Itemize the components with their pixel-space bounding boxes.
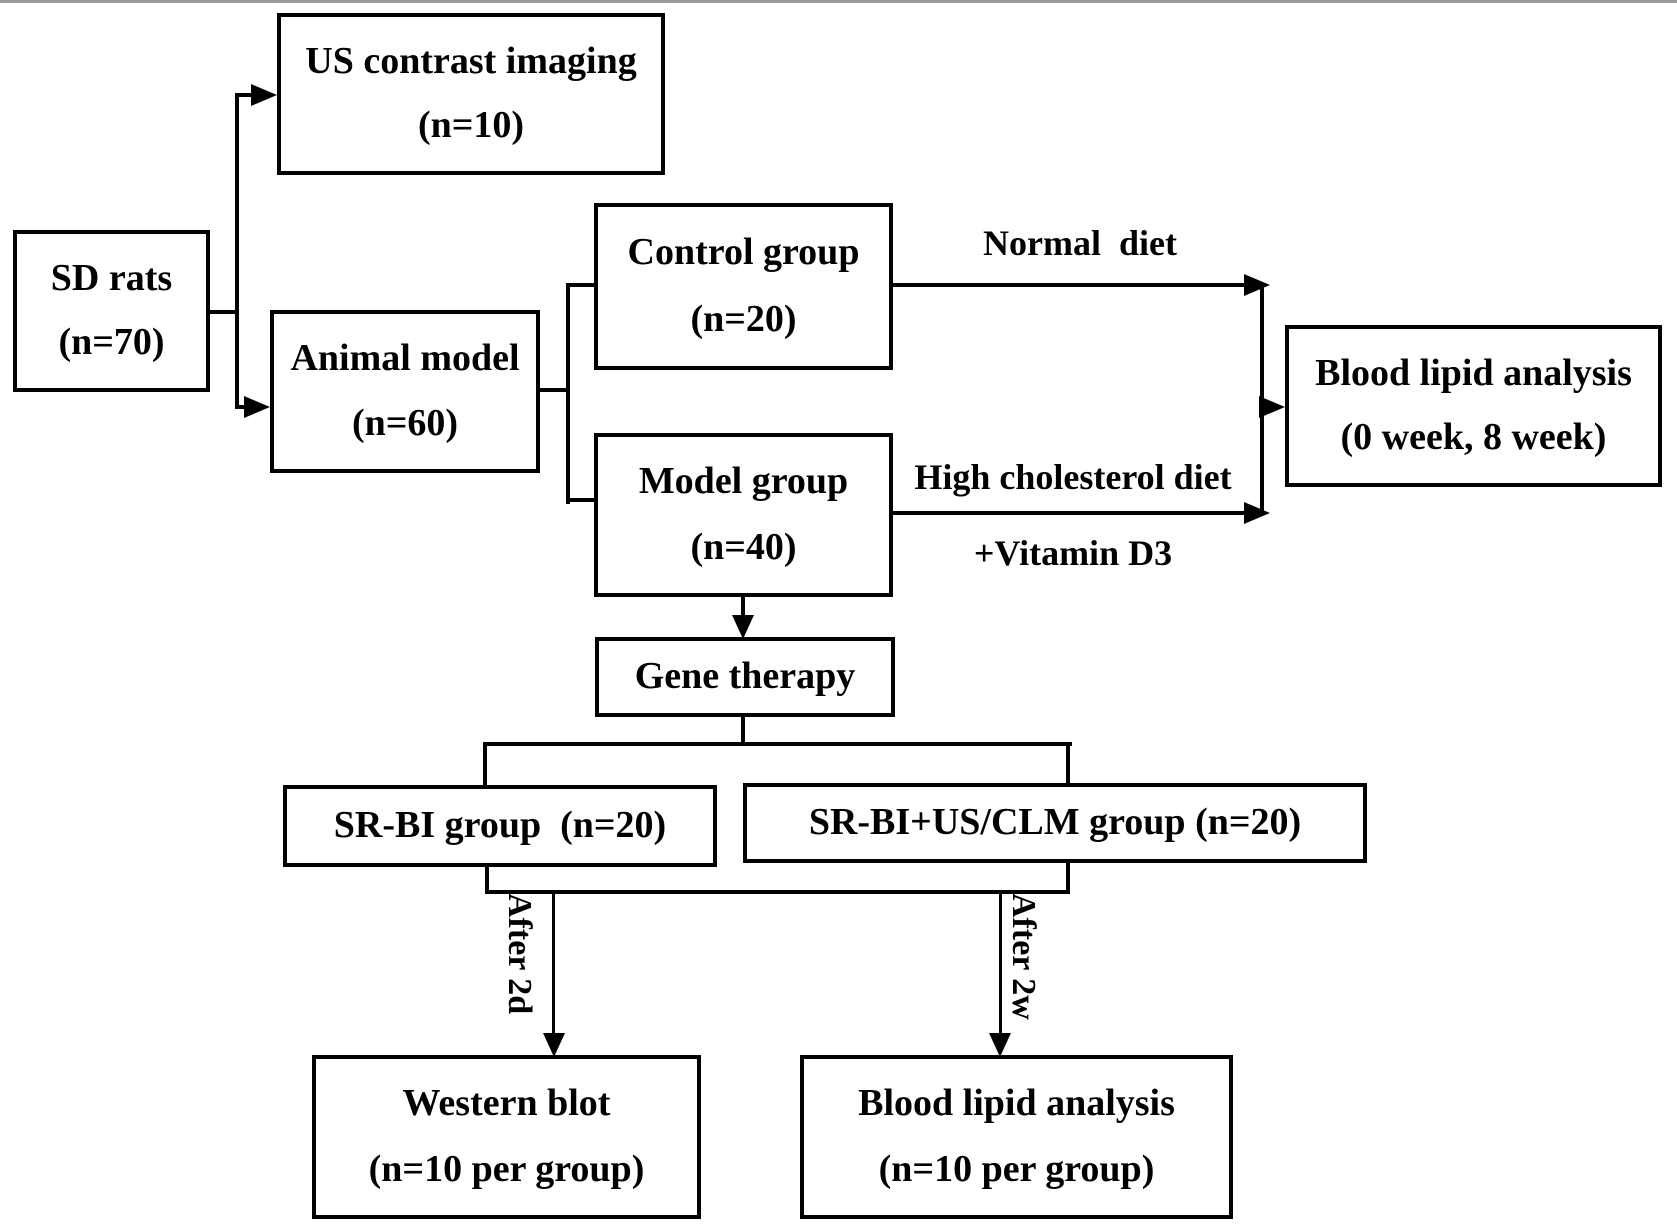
- node-control-group-count: (n=20): [690, 297, 797, 340]
- node-us-contrast-imaging-count: (n=10): [417, 104, 525, 147]
- connector-branch-vertical: [235, 93, 239, 409]
- arrowhead-model-to-gene: [732, 615, 754, 639]
- arrowhead-to-animal-model: [244, 396, 270, 418]
- arrowhead-after-2w: [989, 1033, 1011, 1057]
- arrowhead-after-2d: [543, 1033, 565, 1057]
- label-vitamin-d3: +Vitamin D3: [973, 533, 1173, 573]
- node-sr-bi-us-clm-group: SR-BI+US/CLM group (n=20): [743, 783, 1367, 863]
- connector-animalmodel-stub: [540, 388, 570, 392]
- node-blood-lipid-analysis-per-group: Blood lipid analysis (n=10 per group): [800, 1055, 1233, 1219]
- node-us-contrast-imaging: US contrast imaging (n=10): [277, 13, 665, 175]
- node-animal-model-title: Animal model: [290, 337, 520, 380]
- connector-lower-right-drop: [1066, 861, 1070, 894]
- connector-to-control-group: [566, 283, 594, 287]
- node-us-contrast-imaging-title: US contrast imaging: [305, 39, 637, 82]
- node-sr-bi-group-title: SR-BI group (n=20): [333, 804, 667, 847]
- node-blood-lipid-analysis-weeks: Blood lipid analysis (0 week, 8 week): [1285, 325, 1662, 487]
- arrowhead-high-cholesterol: [1244, 502, 1270, 524]
- node-western-blot: Western blot (n=10 per group): [312, 1055, 701, 1219]
- connector-split-right-drop: [1066, 742, 1070, 787]
- node-sr-bi-group: SR-BI group (n=20): [283, 785, 717, 867]
- node-gene-therapy: Gene therapy: [595, 637, 895, 717]
- node-gene-therapy-title: Gene therapy: [634, 655, 856, 698]
- connector-groups-bracket: [566, 283, 570, 504]
- node-model-group-title: Model group: [638, 460, 849, 503]
- node-western-blot-title: Western blot: [402, 1082, 611, 1125]
- node-blood-lipid-analysis-weeks-detail: (0 week, 8 week): [1340, 416, 1607, 459]
- node-blood-lipid-analysis-per-group-count: (n=10 per group): [878, 1147, 1155, 1190]
- node-control-group-title: Control group: [627, 231, 860, 274]
- node-model-group: Model group (n=40): [594, 433, 893, 597]
- arrowhead-into-bloodlipid: [1259, 396, 1285, 418]
- node-western-blot-count: (n=10 per group): [368, 1147, 645, 1190]
- node-model-group-count: (n=40): [690, 525, 797, 568]
- arrowhead-normal-diet: [1244, 274, 1270, 296]
- label-after-2w: After 2w: [1005, 893, 1042, 1020]
- node-control-group: Control group (n=20): [594, 203, 893, 370]
- connector-to-us-contrast: [235, 93, 255, 97]
- connector-gene-stem: [741, 717, 745, 746]
- node-animal-model: Animal model (n=60): [270, 310, 540, 473]
- top-scan-artifact: [0, 0, 1677, 3]
- connector-normal-diet: [893, 283, 1253, 287]
- label-normal-diet: Normal diet: [983, 223, 1177, 263]
- node-blood-lipid-analysis-weeks-title: Blood lipid analysis: [1315, 351, 1632, 394]
- node-sd-rats: SD rats (n=70): [13, 230, 210, 392]
- connector-high-cholesterol: [893, 511, 1253, 515]
- connector-sdrats-stub: [210, 310, 239, 314]
- label-high-cholesterol-diet: High cholesterol diet: [914, 457, 1232, 497]
- connector-model-to-gene: [741, 597, 745, 619]
- connector-after-2w: [999, 892, 1002, 1035]
- connector-lower-horizontal: [485, 890, 1070, 894]
- connector-lower-left-drop: [485, 865, 489, 894]
- connector-split-left-drop: [483, 742, 487, 789]
- arrowhead-to-us-contrast: [251, 84, 277, 106]
- node-sr-bi-us-clm-group-title: SR-BI+US/CLM group (n=20): [808, 801, 1302, 844]
- node-sd-rats-title: SD rats: [50, 256, 173, 299]
- label-after-2d: After 2d: [501, 893, 538, 1015]
- connector-split-horizontal: [483, 742, 1072, 746]
- node-blood-lipid-analysis-per-group-title: Blood lipid analysis: [858, 1082, 1175, 1125]
- connector-after-2d: [552, 892, 555, 1035]
- node-sd-rats-count: (n=70): [58, 321, 165, 364]
- connector-to-model-group: [566, 498, 594, 502]
- node-animal-model-count: (n=60): [351, 402, 459, 445]
